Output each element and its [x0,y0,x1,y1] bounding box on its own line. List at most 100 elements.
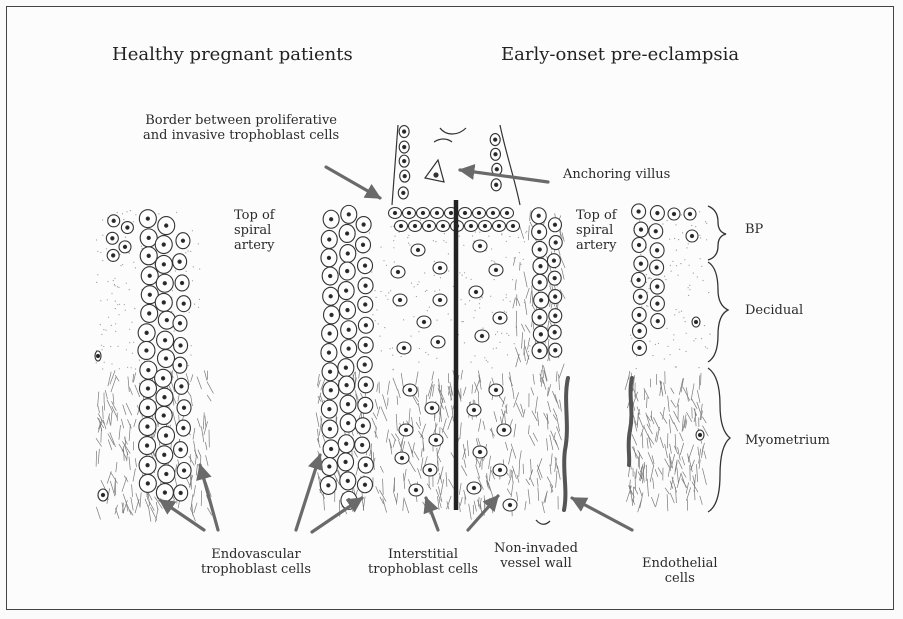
trophoblast-cell [632,238,646,253]
trophoblast-cell [409,484,423,496]
trophoblast-cell [156,388,173,406]
trophoblast-cell [475,330,489,342]
trophoblast-cell [409,221,422,232]
trophoblast-cell [358,258,373,274]
trophoblast-cell [139,418,156,436]
trophoblast-cell [338,435,354,453]
trophoblast-cell [358,297,373,313]
trophoblast-cell [503,499,517,511]
title-healthy-pregnant: Healthy pregnant patients [112,45,353,65]
trophoblast-cell [534,292,549,308]
trophoblast-cell [684,208,696,220]
trophoblast-cell [393,294,407,306]
trophoblast-cell [176,420,190,436]
trophoblast-cell [340,395,356,413]
trophoblast-cell [473,240,487,252]
trophoblast-cell [649,224,663,239]
trophoblast-cell [338,282,354,300]
label-top-spiral-artery-right: Top of spiral artery [576,208,617,253]
trophoblast-cell [547,254,560,268]
trophoblast-cell [650,260,664,275]
trophoblast-cell [493,312,507,324]
trophoblast-cell [321,458,337,476]
trophoblast-cell [493,221,506,232]
trophoblast-cell [358,397,373,413]
trophoblast-cell [696,430,704,440]
trophoblast-cell [339,376,355,394]
trophoblast-cell [417,208,430,219]
trophoblast-cell [549,236,562,250]
trophoblast-cell [322,420,338,438]
trophoblast-cell [139,437,156,455]
trophoblast-cell [339,224,355,242]
endothelial-wall-marks [564,378,632,510]
trophoblast-cell [322,324,338,342]
trophoblast-cell [634,222,648,237]
trophoblast-cell [321,400,337,418]
trophoblast-cell [549,309,562,323]
trophoblast-cell [548,271,561,285]
trophoblast-cell [399,155,409,167]
trophoblast-cell [532,343,547,359]
trophoblast-cell [107,249,119,261]
trophoblast-cell [158,427,175,445]
label-top-spiral-artery-left: Top of spiral artery [234,208,275,253]
trophoblast-cell [139,474,156,492]
trophoblast-cell [549,343,562,357]
trophoblast-cell [632,272,646,287]
trophoblast-cell [692,317,700,327]
trophoblast-cell [155,255,172,273]
trophoblast-cell [398,187,408,199]
trophoblast-cell [431,208,444,219]
trophoblast-cell [489,264,503,276]
trophoblast-cell [399,141,409,153]
trophoblast-cell [338,453,354,471]
trophoblast-cell [177,400,191,416]
trophoblast-cell [322,363,338,381]
trophoblast-cell [531,208,546,224]
trophoblast-cell [341,205,357,223]
label-border-proliferative-invasive: Border between proliferative and invasiv… [143,113,339,143]
trophoblast-cell [489,384,503,396]
trophoblast-cell [437,221,450,232]
trophoblast-cell [121,222,133,234]
trophoblast-cell [358,278,373,294]
trophoblast-cell [411,244,425,256]
trophoblast-cell [632,307,646,322]
trophoblast-cell [138,324,155,342]
trophoblast-cell [400,170,410,182]
trophoblast-cell [651,314,665,329]
trophoblast-cell [323,210,339,228]
trophoblast-cell [138,341,155,359]
trophoblast-cell [431,336,445,348]
trophoblast-cell [155,293,172,311]
trophoblast-cell [355,437,370,453]
trophoblast-cell [140,229,157,247]
trophoblast-cell [686,230,698,242]
label-non-invaded-vessel-wall: Non-invaded vessel wall [494,541,578,571]
trophoblast-cell [173,357,187,373]
trophoblast-cell [395,452,409,464]
trophoblast-cell [324,306,340,324]
label-bp: BP [745,222,763,237]
trophoblast-cell [650,206,664,221]
trophoblast-cell [668,208,680,220]
trophoblast-cell [467,404,481,416]
trophoblast-cell [95,351,101,361]
trophoblast-cell [174,485,188,501]
trophoblast-cell [490,148,500,160]
trophoblast-cell [633,289,647,304]
title-early-onset-preeclampsia: Early-onset pre-eclampsia [501,45,739,65]
trophoblast-cell [323,287,339,305]
trophoblast-cell [548,325,561,339]
trophoblast-cell [155,406,172,424]
trophoblast-cell [119,241,131,253]
trophoblast-cell [395,221,408,232]
trophoblast-cell [157,350,174,368]
trophoblast-cell [358,457,373,473]
trophoblast-cell [633,323,647,338]
label-decidual: Decidual [745,303,803,318]
label-endovascular-trophoblast: Endovascular trophoblast cells [201,547,311,577]
trophoblast-cell [177,463,191,479]
trophoblast-cell [323,381,339,399]
